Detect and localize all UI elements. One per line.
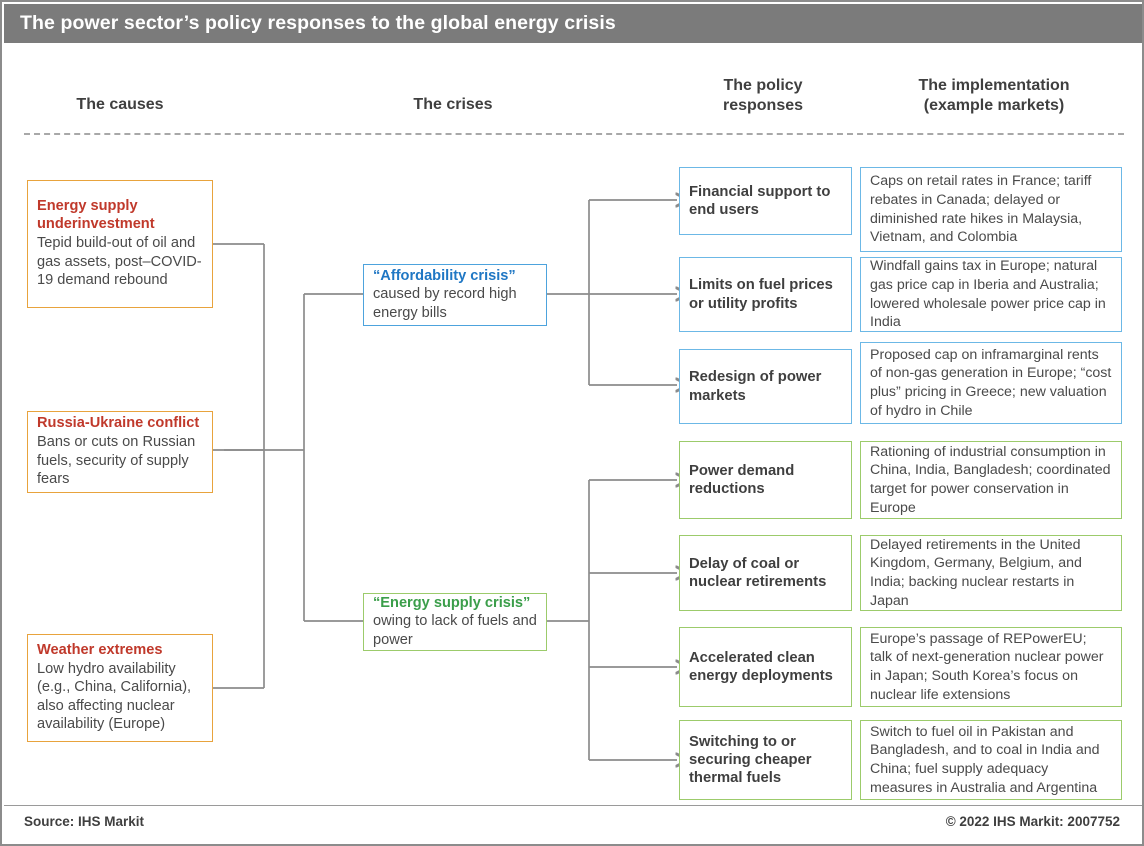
policy-label: Financial support to end users: [689, 183, 831, 218]
cause-description: Tepid build-out of oil and gas assets, p…: [37, 235, 202, 289]
implementation-text: Caps on retail rates in France; tariff r…: [870, 173, 1092, 246]
implementation-text: Rationing of industrial consumption in C…: [870, 443, 1111, 516]
crisis-description: owing to lack of fuels and power: [373, 613, 537, 648]
crisis-box-affordability[interactable]: “Affordability crisis” caused by record …: [363, 264, 547, 326]
cause-description: Bans or cuts on Russian fuels, security …: [37, 434, 196, 488]
column-header-causes: The causes: [76, 96, 164, 113]
column-header-implementation: The implementation (example markets): [918, 77, 1070, 115]
cause-title: Energy supply underinvestment: [37, 198, 155, 233]
implementation-text: Windfall gains tax in Europe; natural ga…: [870, 258, 1106, 331]
policy-box-limits-fuel-prices[interactable]: Limits on fuel prices or utility profits: [679, 257, 852, 332]
policy-box-accelerated-clean-energy[interactable]: Accelerated clean energy deployments: [679, 627, 852, 707]
implementation-text: Delayed retirements in the United Kingdo…: [870, 536, 1082, 609]
policy-label: Accelerated clean energy deployments: [689, 649, 833, 684]
footer-divider: [4, 805, 1142, 806]
cause-title: Russia-Ukraine conflict: [37, 415, 200, 432]
policy-label: Redesign of power markets: [689, 369, 822, 404]
crisis-box-energy-supply[interactable]: “Energy supply crisis” owing to lack of …: [363, 593, 547, 651]
implementation-text: Europe’s passage of REPowerEU; talk of n…: [870, 630, 1104, 703]
implementation-text: Proposed cap on inframarginal rents of n…: [870, 346, 1112, 419]
implementation-box-financial-support[interactable]: Caps on retail rates in France; tariff r…: [860, 167, 1122, 252]
cause-box-weather-extremes[interactable]: Weather extremes Low hydro availability …: [27, 634, 213, 742]
page-title: The power sector’s policy responses to t…: [20, 12, 616, 34]
implementation-box-power-demand-reductions[interactable]: Rationing of industrial consumption in C…: [860, 441, 1122, 519]
policy-box-redesign-power-markets[interactable]: Redesign of power markets: [679, 349, 852, 424]
policy-label: Delay of coal or nuclear retirements: [689, 555, 827, 590]
crisis-title: “Affordability crisis”: [373, 267, 516, 284]
title-bar: The power sector’s policy responses to t…: [4, 4, 1142, 43]
implementation-box-limits-fuel-prices[interactable]: Windfall gains tax in Europe; natural ga…: [860, 257, 1122, 332]
policy-label: Power demand reductions: [689, 462, 795, 497]
source-label: Source: IHS Markit: [24, 814, 145, 829]
implementation-text: Switch to fuel oil in Pakistan and Bangl…: [870, 723, 1100, 796]
crisis-title: “Energy supply crisis”: [373, 594, 531, 611]
policy-label: Switching to or securing cheaper thermal…: [689, 733, 812, 787]
implementation-box-redesign-power-markets[interactable]: Proposed cap on inframarginal rents of n…: [860, 342, 1122, 424]
policy-box-power-demand-reductions[interactable]: Power demand reductions: [679, 441, 852, 519]
policy-box-financial-support[interactable]: Financial support to end users: [679, 167, 852, 235]
cause-box-russia-ukraine-conflict[interactable]: Russia-Ukraine conflict Bans or cuts on …: [27, 411, 213, 493]
cause-box-energy-supply-underinvestment[interactable]: Energy supply underinvestment Tepid buil…: [27, 180, 213, 308]
column-header-policy-responses: The policy responses: [722, 77, 804, 115]
cause-title: Weather extremes: [37, 642, 163, 659]
implementation-box-switching-thermal-fuels[interactable]: Switch to fuel oil in Pakistan and Bangl…: [860, 720, 1122, 800]
policy-box-delay-coal-nuclear[interactable]: Delay of coal or nuclear retirements: [679, 535, 852, 611]
implementation-box-accelerated-clean-energy[interactable]: Europe’s passage of REPowerEU; talk of n…: [860, 627, 1122, 707]
cause-description: Low hydro availability (e.g., China, Cal…: [37, 660, 192, 733]
implementation-box-delay-coal-nuclear[interactable]: Delayed retirements in the United Kingdo…: [860, 535, 1122, 611]
policy-label: Limits on fuel prices or utility profits: [689, 277, 833, 312]
crisis-description: caused by record high energy bills: [373, 286, 517, 321]
column-header-crises: The crises: [413, 96, 493, 113]
policy-box-switching-thermal-fuels[interactable]: Switching to or securing cheaper thermal…: [679, 720, 852, 800]
copyright-label: © 2022 IHS Markit: 2007752: [945, 814, 1120, 829]
header-divider: [24, 133, 1124, 135]
